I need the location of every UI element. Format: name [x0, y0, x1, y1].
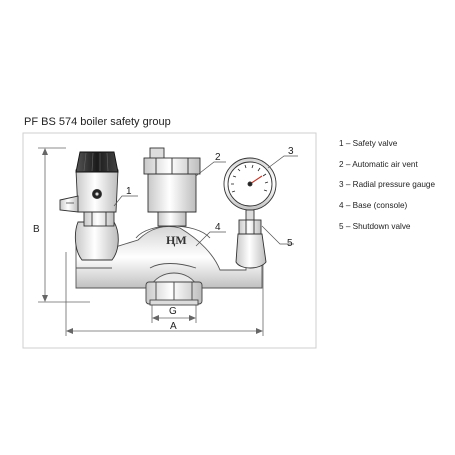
legend-item-safety-valve: 1 – Safety valve — [339, 139, 398, 148]
dimension-b — [38, 147, 90, 303]
diagram-title: PF BS 574 boiler safety group — [24, 116, 171, 128]
dimension-b-label: B — [33, 224, 40, 235]
dimension-g — [151, 305, 197, 323]
callout-3: 3 — [288, 146, 294, 157]
dimension-a — [65, 252, 264, 336]
callout-4: 4 — [215, 222, 221, 233]
callout-leaders — [113, 155, 298, 247]
dimension-a-label: A — [170, 321, 177, 332]
legend-item-shutdown-valve: 5 – Shutdown valve — [339, 221, 411, 231]
automatic-air-vent — [143, 147, 201, 227]
shutdown-valve — [235, 233, 267, 269]
radial-pressure-gauge — [223, 157, 277, 235]
legend-item-pressure-gauge: 3 – Radial pressure gauge — [339, 180, 436, 190]
bottom-connection-nut — [145, 281, 203, 306]
dimension-g-label: G — [169, 306, 177, 317]
brand-logo: ҢМ — [166, 233, 187, 247]
callout-5: 5 — [287, 238, 293, 249]
safety-valve — [59, 151, 119, 261]
drawing-frame — [22, 132, 317, 349]
component-legend: 1 – Safety valve 2 – Automatic air vent … — [339, 134, 435, 238]
callout-1: 1 — [126, 186, 132, 197]
legend-item-base: 4 – Base (console) — [339, 201, 408, 211]
callout-2: 2 — [215, 152, 221, 163]
legend-item-air-vent: 2 – Automatic air vent — [339, 159, 418, 169]
